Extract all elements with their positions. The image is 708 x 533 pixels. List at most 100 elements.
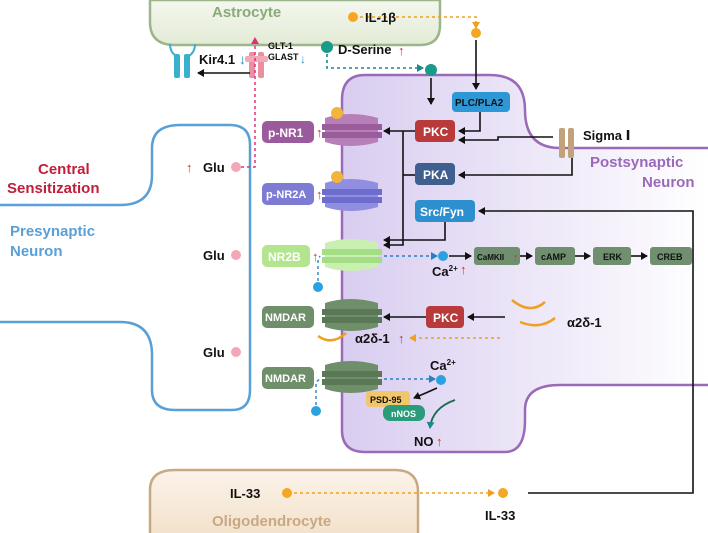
sigma-label: Sigma Ⅰ xyxy=(583,128,630,143)
ca-dot-1 xyxy=(438,251,448,261)
postsynaptic-label-2: Neuron xyxy=(642,174,695,191)
il33-label-2: IL-33 xyxy=(485,508,515,523)
creb-box xyxy=(650,247,692,265)
arrow-sigma-pka xyxy=(458,158,573,179)
ca-dot-2 xyxy=(313,282,323,292)
dashed-ca-nr2b xyxy=(317,255,321,281)
erk-label: ERK xyxy=(603,252,623,262)
kir41-channel xyxy=(169,43,196,78)
dashed-dserine xyxy=(326,54,424,72)
dashed-il1b xyxy=(360,16,480,29)
a2d-subunit-membrane xyxy=(317,332,347,342)
no-label: NO xyxy=(414,434,434,449)
il33-label-1: IL-33 xyxy=(230,486,260,501)
arrow-il33-src xyxy=(478,207,694,494)
sigma1-receptor xyxy=(559,128,574,158)
presynaptic-neuron xyxy=(0,123,252,412)
creb-label: CREB xyxy=(657,252,683,262)
nr2a-receptor-shape xyxy=(322,171,382,211)
nmdar2-receptor-shape xyxy=(322,361,382,393)
psd-box xyxy=(366,391,410,407)
line-pkc-down xyxy=(383,131,404,249)
glt1-transporter xyxy=(245,52,268,78)
pkc2-label: PKC xyxy=(433,311,459,325)
nr2b-up-arrow: ↑ xyxy=(312,249,319,264)
glu-dot-2 xyxy=(231,250,241,260)
glast-label: GLAST xyxy=(268,52,299,62)
pkc-label: PKC xyxy=(423,125,449,139)
arrow-plc-pkc xyxy=(458,112,481,135)
arrow-nnos-no xyxy=(426,399,456,429)
il33-dot-2 xyxy=(498,488,508,498)
a2d-free-2 xyxy=(519,317,556,327)
nr2a-up-arrow: ↑ xyxy=(316,187,323,202)
nr1-label: p-NR1 xyxy=(268,126,304,140)
camkii-label: CaMKII xyxy=(477,253,504,262)
nmdar2-box xyxy=(262,367,314,389)
glt-label: GLT-1 xyxy=(268,41,293,51)
plc-box xyxy=(452,92,510,112)
arrow-ca-psd xyxy=(413,387,438,400)
nmdar1-label: NMDAR xyxy=(265,312,306,324)
kir-label: Kir4.1 xyxy=(199,52,235,67)
il1b-label: IL-1β xyxy=(365,10,396,25)
ca-label-2: Ca2+ xyxy=(430,358,456,373)
camkii-up-arrow: ↑ xyxy=(513,252,519,264)
plc-label: PLC/PLA2 xyxy=(455,98,504,109)
arrow-src-nr2b xyxy=(383,222,446,244)
camp-label: cAMP xyxy=(541,252,566,262)
a2d-free-1 xyxy=(511,299,546,310)
kir-down-arrow: ↓ xyxy=(239,51,246,67)
nr2b-receptor-shape xyxy=(322,239,382,271)
nr2b-box xyxy=(262,245,310,267)
dserine-label: D-Serine xyxy=(338,42,391,57)
src-label: Src/Fyn xyxy=(420,205,464,219)
il1b-dot-2 xyxy=(471,28,481,38)
erk-box xyxy=(593,247,631,265)
camkii-box xyxy=(474,247,520,265)
dserine-dot-2 xyxy=(425,64,437,76)
nr2a-label: p-NR2A xyxy=(266,189,306,201)
nr2b-label: NR2B xyxy=(268,250,301,264)
dashed-glu-astro xyxy=(241,37,259,168)
presynaptic-label-2: Neuron xyxy=(10,243,63,260)
glu-label-2: Glu xyxy=(203,248,225,263)
glu-label-3: Glu xyxy=(203,345,225,360)
nmdar1-receptor-shape xyxy=(322,299,382,331)
central-label-2: Sensitization xyxy=(7,180,100,197)
ca-label-1: Ca2+ xyxy=(432,264,458,279)
nr1-receptor-shape xyxy=(322,107,382,146)
nnos-box xyxy=(383,405,425,421)
camp-box xyxy=(535,247,575,265)
dserine-dot xyxy=(321,41,333,53)
psd-label: PSD-95 xyxy=(370,395,402,405)
dserine-up-arrow: ↑ xyxy=(398,43,405,58)
astrocyte-cell xyxy=(148,0,442,47)
a2d-receptor-label: α2δ-1 xyxy=(355,331,390,346)
nmdar1-box xyxy=(262,306,314,328)
ca-dot-3 xyxy=(436,375,446,385)
nr2a-box xyxy=(262,183,314,205)
central-label-1: Central xyxy=(38,161,90,178)
nr1-up-arrow: ↑ xyxy=(316,125,323,140)
oligodendrocyte-cell xyxy=(148,468,420,533)
dashed-ca-nmdar2 xyxy=(315,378,321,405)
oligodendrocyte-title: Oligodendrocyte xyxy=(212,513,331,530)
glu-dot-1 xyxy=(231,162,241,172)
nr1-box xyxy=(262,121,314,143)
pkc-box xyxy=(415,120,455,142)
glast-down-arrow: ↓ xyxy=(300,52,306,66)
pkc2-box xyxy=(426,306,464,328)
a2d-up-arrow: ↑ xyxy=(398,331,405,346)
nnos-label: nNOS xyxy=(391,409,416,419)
glu-up-arrow: ↑ xyxy=(186,160,193,175)
ca-up-arrow: ↑ xyxy=(460,262,467,277)
il33-dot-1 xyxy=(282,488,292,498)
pka-box xyxy=(415,163,455,185)
glu-label-1: Glu xyxy=(203,160,225,175)
arrow-sigma-pkc xyxy=(458,136,553,144)
presynaptic-label-1: Presynaptic xyxy=(10,223,95,240)
glu-dot-3 xyxy=(231,347,241,357)
postsynaptic-label-1: Postsynaptic xyxy=(590,154,683,171)
il1b-dot xyxy=(348,12,358,22)
